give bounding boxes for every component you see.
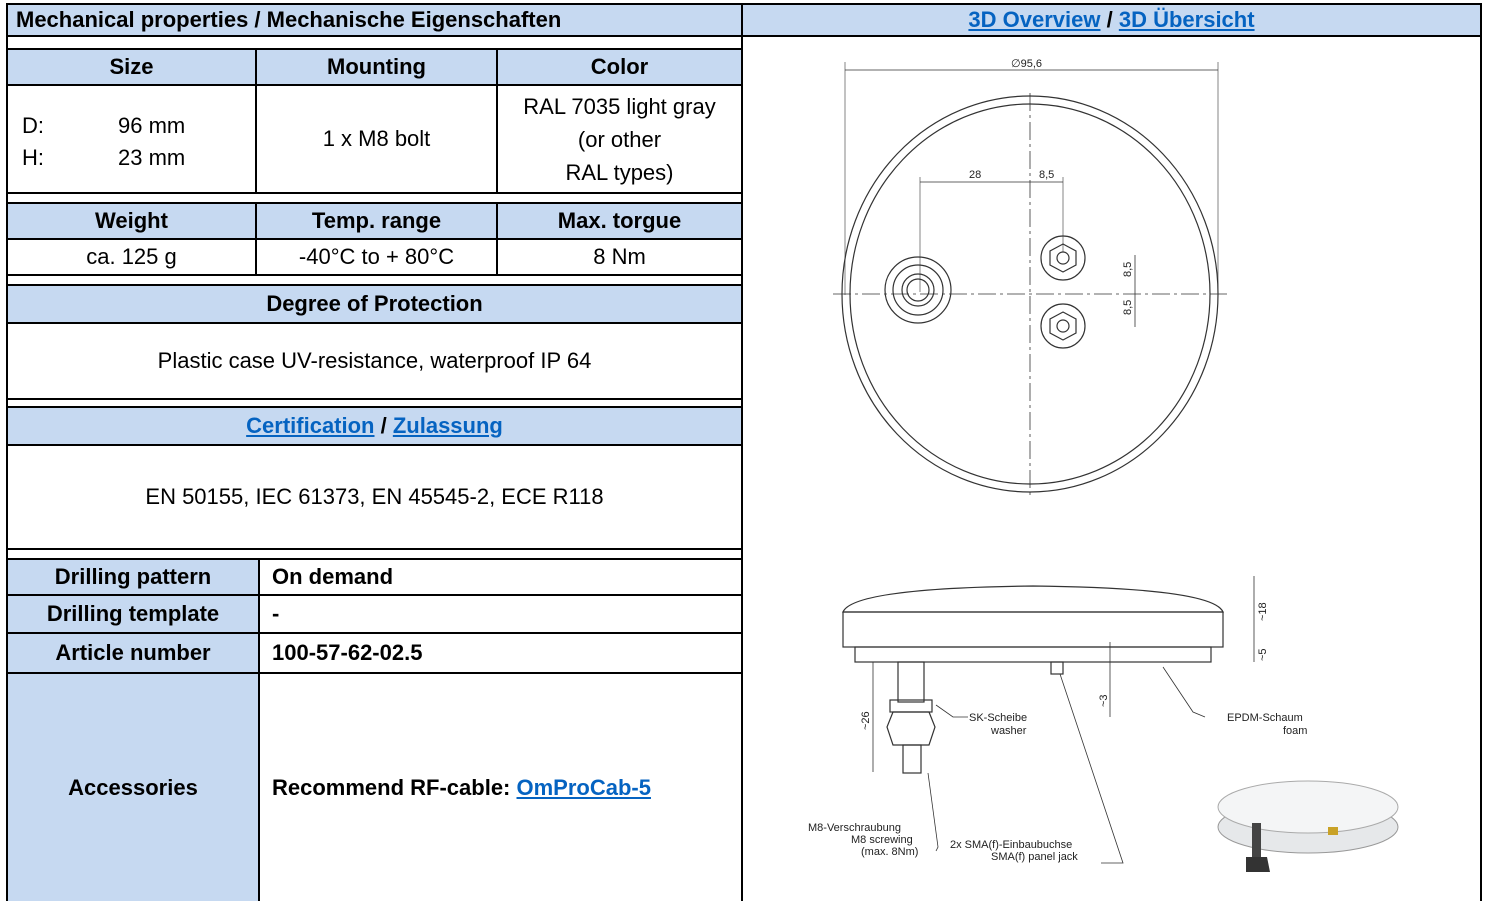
product-3d-thumbnail	[1217, 780, 1399, 872]
3d-overview-link[interactable]: 3D Overview	[968, 7, 1101, 32]
protection-header: Degree of Protection	[6, 284, 743, 324]
size-d-label: D:	[22, 113, 44, 138]
omprocab-5-link[interactable]: OmProCab-5	[516, 774, 651, 800]
col-color-header: Color	[496, 48, 743, 86]
col-size-header: Size	[6, 48, 257, 86]
label-washer: washer	[990, 725, 1027, 737]
label-foam: foam	[1283, 725, 1307, 737]
dim-3: ~3	[1098, 694, 1110, 707]
certification-separator: /	[374, 413, 393, 438]
col-torque-header: Max. torgue	[496, 202, 743, 240]
weight-value: ca. 125 g	[6, 238, 257, 276]
certification-text: EN 50155, IEC 61373, EN 45545-2, ECE R11…	[6, 444, 743, 550]
label-sma-einbaubuchse: 2x SMA(f)-Einbaubuchse	[950, 839, 1072, 851]
zulassung-link[interactable]: Zulassung	[392, 413, 503, 438]
drilling-template-value: -	[258, 594, 743, 634]
torque-value: 8 Nm	[496, 238, 743, 276]
right-column-border	[1480, 35, 1482, 901]
dim-26: ~26	[860, 711, 872, 730]
size-h-label: H:	[22, 145, 44, 170]
size-h-value: 23 mm	[118, 145, 186, 170]
color-cell: RAL 7035 light gray (or other RAL types)	[496, 84, 743, 194]
article-number-value: 100-57-62-02.5	[258, 632, 743, 674]
size-d-value: 96 mm	[118, 113, 186, 138]
dim-8-5-a: 8,5	[1039, 169, 1054, 181]
m8-bolt-hex	[884, 256, 952, 324]
sma-jack-bottom	[1040, 303, 1086, 349]
overview-separator: /	[1100, 7, 1119, 32]
col-weight-header: Weight	[6, 202, 257, 240]
certification-link[interactable]: Certification	[246, 413, 375, 438]
protection-text: Plastic case UV-resistance, waterproof I…	[6, 322, 743, 400]
dim-5: ~5	[1257, 648, 1269, 661]
certification-header: Certification / Zulassung	[6, 406, 743, 446]
dim-18: ~18	[1257, 602, 1269, 621]
sma-jack-top	[1040, 235, 1086, 281]
col-mounting-header: Mounting	[255, 48, 498, 86]
dim-diameter: ∅95,6	[1011, 58, 1042, 70]
dim-8-5-b: 8,5	[1122, 262, 1134, 277]
accessories-value: Recommend RF-cable: OmProCab-5	[258, 672, 743, 901]
temp-value: -40°C to + 80°C	[255, 238, 498, 276]
label-sma-panel-jack: SMA(f) panel jack	[991, 851, 1078, 863]
section-title: Mechanical properties / Mechanische Eige…	[16, 7, 562, 32]
overview-header: 3D Overview / 3D Übersicht	[741, 3, 1482, 37]
label-m8-screwing: M8 screwing	[851, 834, 913, 846]
mounting-cell: 1 x M8 bolt	[255, 84, 498, 194]
dim-8-5-c: 8,5	[1122, 300, 1134, 315]
drilling-pattern-label: Drilling pattern	[6, 558, 260, 596]
technical-drawing: ∅95,6 28 8,5 8,5 8,5 ~18 ~5 ~3 ~26 SK-Sc…	[808, 58, 1399, 872]
label-max-8nm: (max. 8Nm)	[861, 846, 918, 858]
mechanical-properties-header: Mechanical properties / Mechanische Eige…	[6, 3, 743, 37]
dim-28: 28	[969, 169, 981, 181]
label-epdm: EPDM-Schaum	[1227, 712, 1303, 724]
3d-uebersicht-link[interactable]: 3D Übersicht	[1118, 7, 1255, 32]
article-number-label: Article number	[6, 632, 260, 674]
label-sk-scheibe: SK-Scheibe	[969, 712, 1027, 724]
side-view-dome	[842, 585, 1224, 613]
size-cell: D: 96 mm H: 23 mm	[6, 84, 257, 194]
col-temp-header: Temp. range	[255, 202, 498, 240]
label-m8-verschraubung: M8-Verschraubung	[808, 822, 901, 834]
accessories-label: Accessories	[6, 672, 260, 901]
drilling-template-label: Drilling template	[6, 594, 260, 634]
drilling-pattern-value: On demand	[258, 558, 743, 596]
